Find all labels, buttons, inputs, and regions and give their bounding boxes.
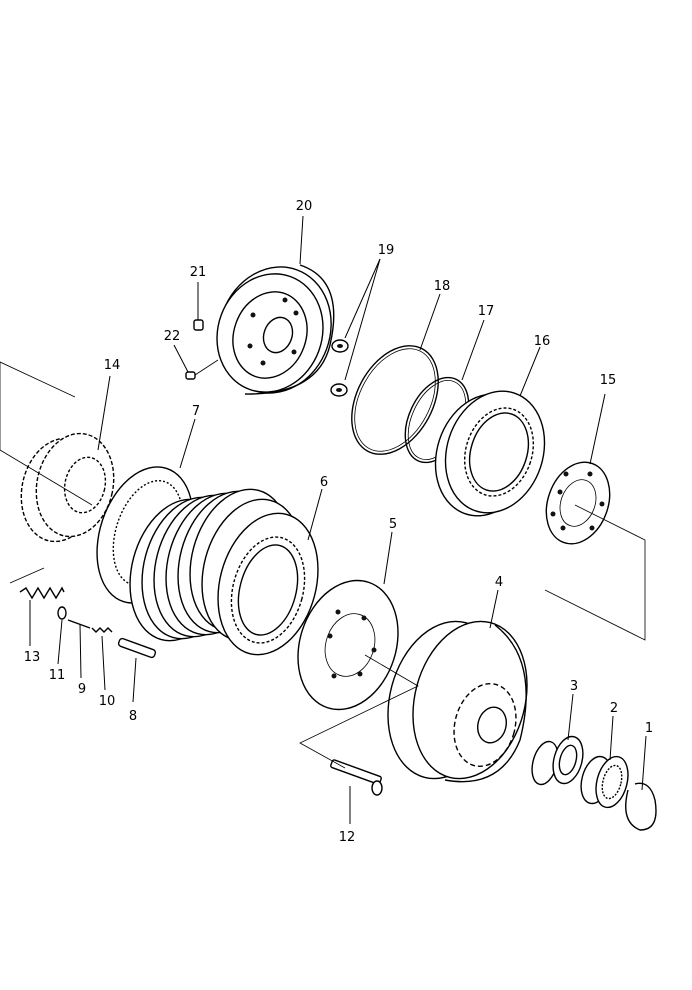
callout-6: 6	[320, 475, 328, 490]
part-8-pin	[117, 637, 157, 659]
part-12-bolt	[330, 759, 383, 796]
part-14-gear	[20, 432, 115, 543]
part-22-screw	[185, 359, 219, 380]
part-6-disc-pack	[129, 488, 319, 656]
callout-4: 4	[495, 575, 503, 590]
callout-16: 16	[534, 334, 551, 349]
part-20-drum-hub	[216, 264, 335, 395]
part-14-assembly-line	[0, 361, 93, 506]
callout-15: 15	[600, 373, 617, 388]
part-1-snap-ring	[625, 782, 657, 831]
part-9-pin	[67, 619, 91, 629]
part-10-spring	[91, 627, 113, 633]
part-13-spring	[19, 586, 65, 600]
callout-10: 10	[99, 694, 116, 709]
part-16-ring-gear	[434, 390, 546, 517]
part-3-bushing	[531, 735, 584, 786]
part-15-plate	[545, 461, 611, 545]
callout-19: 19	[378, 243, 395, 258]
callout-11: 11	[49, 668, 66, 683]
callout-17: 17	[478, 304, 495, 319]
callout-14: 14	[104, 358, 121, 373]
part-11-washer	[57, 606, 67, 620]
callout-1: 1	[645, 721, 653, 736]
callout-9: 9	[78, 682, 86, 697]
part-2-bearing	[580, 755, 629, 809]
callout-22: 22	[164, 329, 181, 344]
callout-7: 7	[192, 404, 200, 419]
callout-5: 5	[389, 517, 397, 532]
callout-2: 2	[610, 701, 618, 716]
part-5-plate	[297, 579, 399, 711]
leader-lines	[29, 215, 647, 824]
part-18-o-ring	[351, 345, 439, 455]
part-4-drum	[387, 620, 528, 783]
callout-labels: 1 2 3 4 5 6 7 8 9 10 11 12 13 14 15 16 1…	[24, 199, 653, 845]
callout-12: 12	[339, 830, 356, 845]
part-15-assembly-line	[544, 504, 646, 641]
callout-18: 18	[434, 279, 451, 294]
part-19-nuts	[330, 339, 349, 397]
part-21-plug	[193, 319, 204, 331]
callout-3: 3	[570, 679, 578, 694]
callout-21: 21	[190, 265, 207, 280]
part-12-assembly-line	[299, 654, 419, 769]
callout-8: 8	[129, 709, 137, 724]
callout-20: 20	[296, 199, 313, 214]
callout-13: 13	[24, 650, 41, 665]
parts-row-assembly-line	[9, 567, 45, 584]
